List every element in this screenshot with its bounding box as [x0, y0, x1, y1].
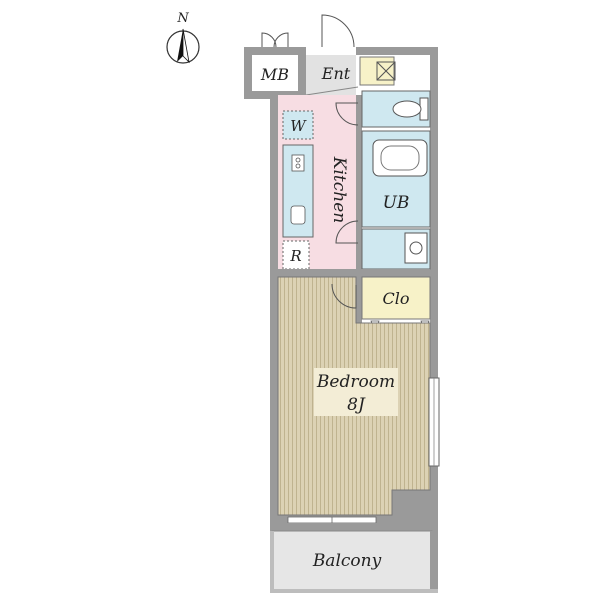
refrigerator-space: [282, 240, 310, 270]
north-label: N: [176, 11, 189, 26]
meter-box: [252, 55, 298, 91]
bedroom-size-label: 8J: [347, 395, 366, 415]
wash-basin-icon: [404, 232, 428, 264]
bedroom-label-box: [314, 368, 398, 416]
sink-icon: [290, 205, 306, 225]
bedroom-door-icon[interactable]: [331, 283, 357, 309]
toilet-door-icon[interactable]: [335, 102, 359, 126]
washer-label: W: [290, 117, 307, 135]
balcony-label: Balcony: [312, 551, 382, 571]
refrigerator-label: R: [289, 247, 301, 265]
bathtub-icon: [372, 139, 428, 177]
toilet-icon: [392, 97, 429, 121]
bedroom-label: Bedroom: [316, 372, 395, 392]
stove-icon: [291, 154, 305, 172]
meter-box-door-icon: [261, 32, 289, 48]
compass-icon: N: [166, 11, 200, 64]
meter-box-label: MB: [260, 65, 289, 84]
entrance-label: Ent: [321, 64, 351, 83]
entrance-door-icon[interactable]: [321, 14, 355, 48]
washer-space: [282, 110, 314, 140]
bath-door-icon[interactable]: [335, 220, 359, 244]
closet: [361, 276, 431, 320]
unit-bath-label: UB: [383, 193, 410, 213]
kitchen-label: Kitchen: [329, 156, 349, 223]
closet-label: Clo: [383, 289, 410, 308]
